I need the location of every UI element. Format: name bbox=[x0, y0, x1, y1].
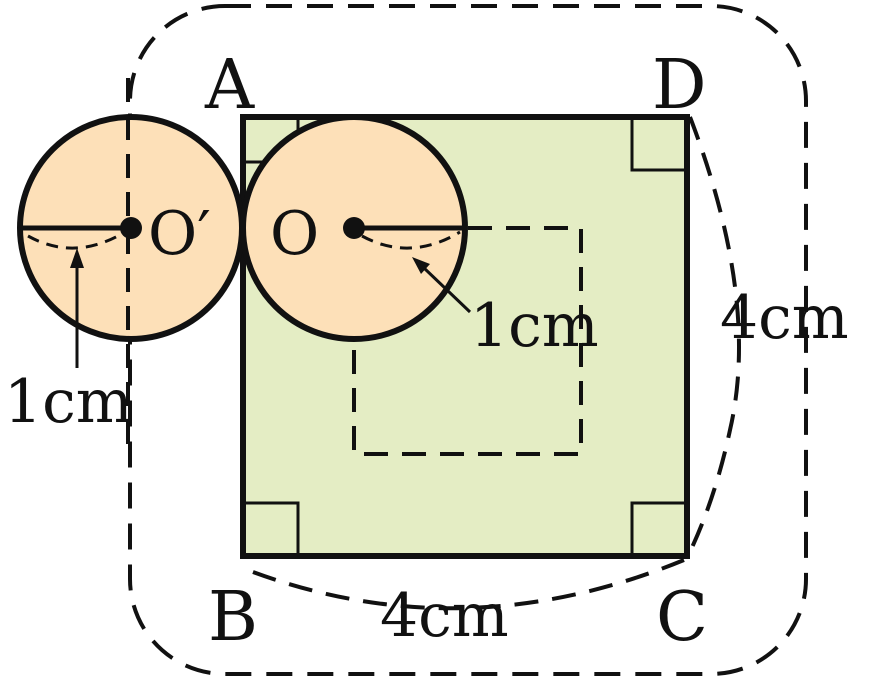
label-vertex-d: D bbox=[652, 46, 707, 125]
label-radius-right: 1cm bbox=[470, 291, 599, 361]
right-angle-mark-b bbox=[243, 501, 300, 556]
arc-right-side-dashed bbox=[686, 116, 741, 557]
label-vertex-c: C bbox=[656, 578, 708, 657]
radius-arc-o-prime bbox=[27, 230, 126, 250]
center-dot-o-prime bbox=[120, 217, 142, 239]
label-vertex-b: B bbox=[208, 578, 258, 657]
arrow-right-shaft bbox=[422, 266, 472, 314]
arrow-right-head bbox=[412, 257, 430, 274]
label-side-bottom: 4cm bbox=[380, 581, 509, 651]
arrow-left-head bbox=[70, 248, 84, 268]
center-dot-o bbox=[343, 217, 365, 239]
label-vertex-a: A bbox=[204, 46, 255, 125]
label-radius-left: 1cm bbox=[4, 367, 133, 437]
right-angle-mark-d bbox=[630, 117, 687, 172]
label-side-right: 4cm bbox=[720, 283, 849, 353]
label-center-o: O bbox=[270, 199, 319, 269]
arc-bottom-side-dashed bbox=[252, 558, 685, 611]
right-angle-mark-c bbox=[630, 501, 687, 556]
radius-arc-o bbox=[361, 230, 461, 250]
label-center-o-prime: O′ bbox=[148, 199, 211, 269]
